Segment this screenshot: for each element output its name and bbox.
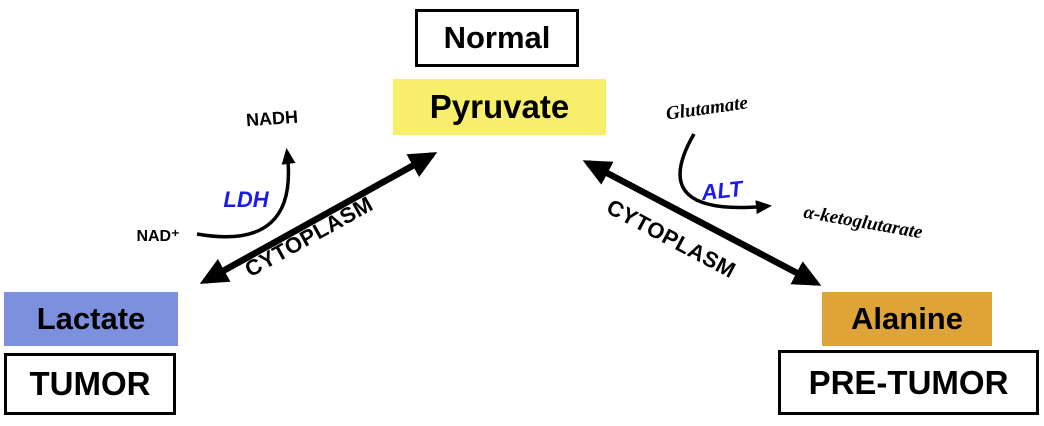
alpha-ketoglutarate-label: α-ketoglutarate (802, 201, 925, 244)
alanine-label: Alanine (851, 301, 963, 336)
pyruvate-node: Pyruvate (393, 79, 606, 135)
pyruvate-label: Pyruvate (429, 88, 570, 125)
alanine-node: Alanine (822, 292, 992, 346)
pre-tumor-box: PRE-TUMOR (778, 350, 1039, 415)
tumor-box: TUMOR (4, 353, 176, 415)
ldh-enzyme-label: LDH (223, 187, 269, 212)
cytoplasm-label-right: CYTOPLASM (602, 194, 740, 283)
pre-tumor-label: PRE-TUMOR (808, 363, 1009, 401)
tumor-label: TUMOR (29, 365, 151, 402)
alt-enzyme-label: ALT (700, 175, 744, 206)
normal-label: Normal (443, 20, 551, 55)
glutamate-label: Glutamate (664, 92, 750, 125)
nad-label: NAD⁺ (136, 228, 180, 245)
nadh-label: NADH (245, 106, 299, 131)
lactate-label: Lactate (36, 301, 146, 336)
normal-box: Normal (415, 9, 579, 67)
lactate-node: Lactate (4, 292, 178, 346)
